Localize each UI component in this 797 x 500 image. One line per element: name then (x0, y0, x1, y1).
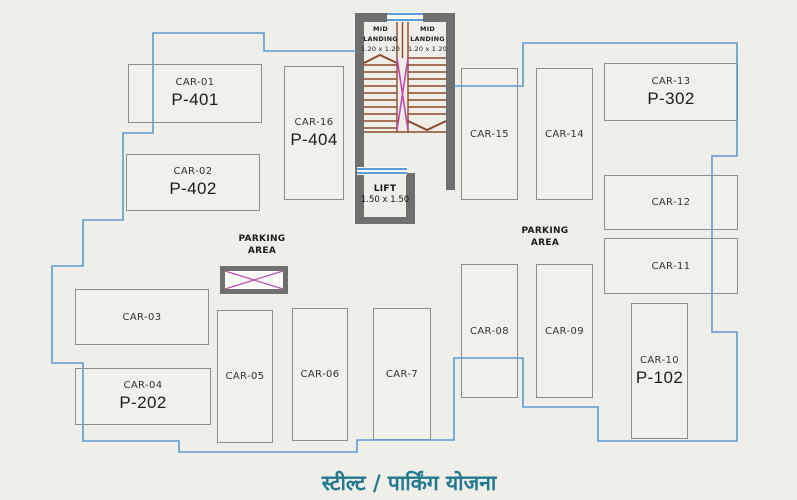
parking-space-car-08: CAR-08 (461, 264, 518, 398)
lift-label: LIFT 1.50 x 1.50 (357, 184, 413, 205)
stair-arrow-down-icon (407, 120, 446, 132)
landing-line1: MID (373, 25, 388, 33)
door-line (357, 172, 407, 174)
parking-space-id: CAR-01 (175, 77, 215, 88)
parking-space-id: CAR-03 (122, 311, 162, 323)
parking-space-id: CAR-7 (385, 368, 419, 380)
stair-cross-lines (396, 57, 409, 131)
parking-space-car-04: CAR-04 P-202 (75, 368, 211, 425)
stair-treads-left (364, 64, 397, 129)
parking-space-id: CAR-13 (651, 75, 691, 87)
parking-space-car-10: CAR-10 P-102 (631, 303, 688, 439)
landing-line1: MID (420, 25, 435, 33)
parking-space-car-01: CAR-01 P-401 (128, 64, 262, 123)
mid-landing-label-left: MID LANDING 1.20 x 1.20 (360, 25, 401, 54)
parking-space-car-12: CAR-12 (604, 175, 738, 230)
parking-area-line2: AREA (247, 245, 277, 256)
parking-space-unit: P-302 (647, 88, 695, 108)
parking-space-unit: P-202 (119, 393, 167, 412)
parking-area-line1: PARKING (238, 234, 286, 244)
parking-space-car-06: CAR-06 (292, 308, 348, 441)
parking-space-unit: P-402 (169, 179, 217, 198)
parking-area-label: PARKING AREA (222, 234, 302, 257)
parking-space-car-05: CAR-05 (217, 310, 273, 443)
parking-space-id: CAR-06 (300, 369, 340, 380)
stair-window (387, 12, 423, 22)
lift-name: LIFT (373, 184, 397, 194)
parking-space-id: CAR-08 (469, 325, 510, 337)
parking-space-id: CAR-15 (469, 128, 510, 140)
parking-space-id: CAR-11 (651, 260, 691, 272)
lift-door (357, 167, 407, 175)
stair-treads-right (408, 57, 446, 115)
landing-dims: 1.20 x 1.20 (360, 44, 401, 53)
plan-title: स्टील्ट / पार्किंग योजना (321, 470, 497, 495)
parking-space-id: CAR-04 (123, 380, 163, 391)
parking-area-line2: AREA (530, 237, 560, 248)
parking-space-id: CAR-14 (544, 128, 585, 140)
cross-mark-icon (225, 271, 283, 289)
window-line (387, 19, 423, 21)
parking-space-id: CAR-16 (294, 116, 334, 128)
parking-area-line1: PARKING (521, 226, 569, 236)
parking-space-car-11: CAR-11 (604, 238, 738, 294)
landing-line2: LANDING (363, 34, 398, 43)
parking-space-id: CAR-10 (639, 354, 680, 366)
parking-space-id: CAR-02 (173, 166, 213, 177)
parking-space-car-02: CAR-02 P-402 (126, 154, 260, 211)
mid-landing-label-right: MID LANDING 1.20 x 1.20 (407, 25, 448, 54)
stair-arrow-up-icon (364, 53, 398, 64)
parking-space-unit: P-401 (171, 90, 219, 109)
parking-space-unit: P-102 (635, 367, 684, 387)
parking-space-id: CAR-12 (651, 197, 691, 208)
parking-space-car-16: CAR-16 P-404 (284, 66, 344, 200)
crossed-service-box-inner (225, 271, 283, 289)
parking-space-car-7: CAR-7 (373, 308, 431, 440)
parking-space-id: CAR-09 (544, 325, 585, 337)
parking-space-car-13: CAR-13 P-302 (604, 63, 738, 121)
window-line (387, 13, 423, 15)
parking-space-car-09: CAR-09 (536, 264, 593, 398)
lift-dims: 1.50 x 1.50 (360, 195, 410, 205)
door-line (357, 168, 407, 170)
parking-space-id: CAR-05 (225, 371, 265, 382)
lift-wall-bottom (355, 217, 415, 224)
parking-space-car-14: CAR-14 (536, 68, 593, 200)
parking-space-car-15: CAR-15 (461, 68, 518, 200)
landing-line2: LANDING (410, 34, 445, 43)
crossed-service-box (220, 266, 288, 294)
parking-area-label: PARKING AREA (505, 226, 585, 249)
landing-dims: 1.20 x 1.20 (407, 44, 448, 53)
parking-space-unit: P-404 (290, 129, 338, 149)
parking-space-car-03: CAR-03 (75, 289, 209, 345)
